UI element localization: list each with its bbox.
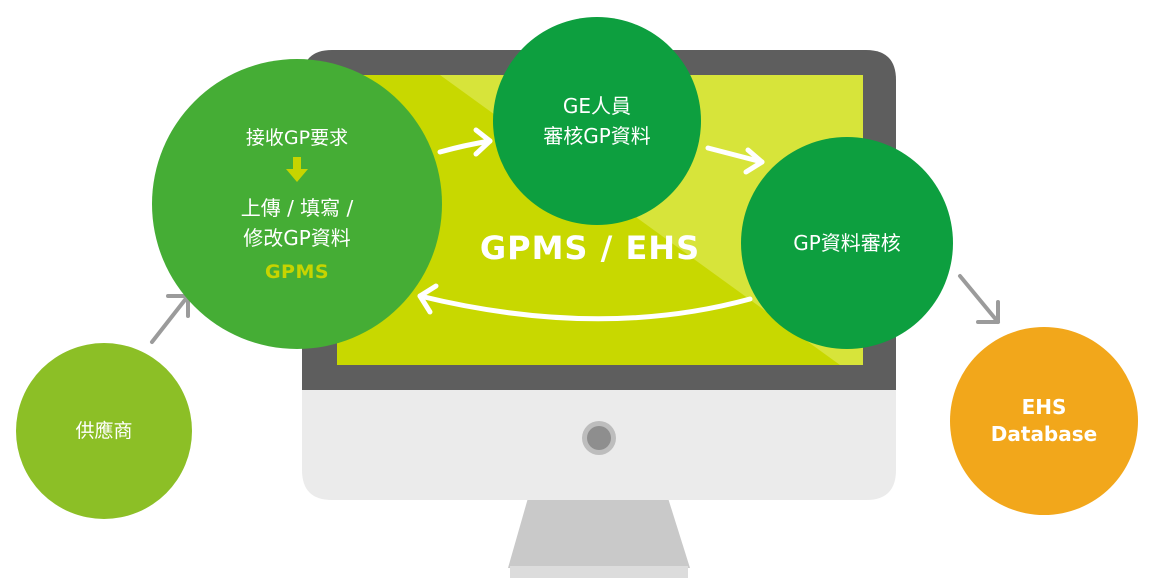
monitor-button-inner — [587, 426, 611, 450]
arrow-supplier-to-gpms — [150, 294, 190, 344]
screen-title: GPMS / EHS — [479, 229, 701, 267]
node-gp-audit: GP資料審核 — [741, 137, 953, 349]
gpms-system-label: GPMS — [264, 261, 330, 283]
ge-line1: GE人員 — [562, 94, 632, 118]
down-arrow-icon — [286, 157, 308, 182]
monitor-base — [510, 566, 688, 578]
arrow-gpms-to-ge — [437, 127, 493, 157]
node-supplier: 供應商 — [16, 343, 192, 519]
arrow-audit-to-database — [958, 274, 1000, 324]
node-ehs-database: EHS Database — [950, 327, 1138, 515]
gpms-line2: 上傳 / 填寫 / — [240, 196, 354, 220]
monitor-stand — [508, 498, 690, 568]
supplier-label: 供應商 — [75, 420, 133, 442]
arrow-audit-to-gpms — [417, 283, 753, 322]
audit-label: GP資料審核 — [793, 231, 901, 255]
database-line1: EHS — [1021, 395, 1067, 419]
gpms-line3: 修改GP資料 — [243, 226, 351, 250]
arrow-ge-to-audit — [705, 145, 765, 175]
database-line2: Database — [990, 422, 1098, 446]
gpms-line1: 接收GP要求 — [245, 127, 349, 149]
node-gpms: 接收GP要求 上傳 / 填寫 / 修改GP資料 GPMS — [152, 59, 442, 349]
node-ge-review: GE人員 審核GP資料 — [493, 17, 701, 225]
ge-line2: 審核GP資料 — [543, 124, 651, 148]
